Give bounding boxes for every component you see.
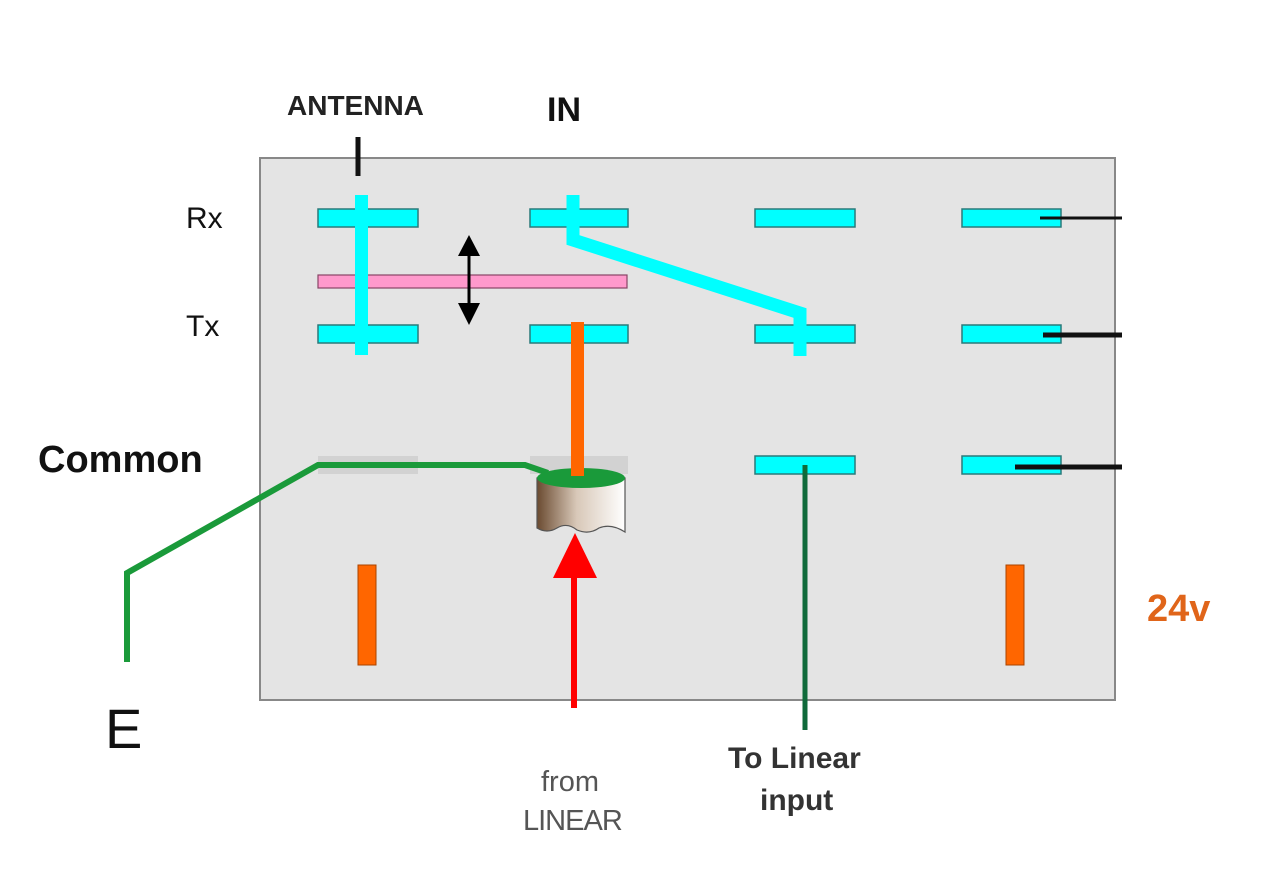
coil-terminal-left <box>357 564 377 666</box>
antenna-label: ANTENNA <box>287 90 424 121</box>
voltage-label: 24v <box>1147 588 1210 630</box>
tx-label: Tx <box>186 310 219 343</box>
from-linear-label-1: from <box>541 766 599 798</box>
coil-terminal-right <box>1005 564 1025 666</box>
antenna-link <box>355 195 368 355</box>
earth-wire <box>124 462 549 662</box>
in-label: IN <box>547 91 581 129</box>
up-down-arrow-icon <box>458 235 480 325</box>
common-label: Common <box>38 439 203 481</box>
to-linear-label-1: To Linear <box>728 742 861 775</box>
coil-link <box>571 322 584 472</box>
contact <box>754 208 856 228</box>
relay-body <box>259 157 1116 701</box>
input-arrow-icon <box>553 533 597 708</box>
earth-label: E <box>105 697 142 760</box>
to-linear-label-2: input <box>760 784 833 817</box>
actuator-bar <box>317 274 628 289</box>
in-link <box>566 195 807 356</box>
coax-connector <box>536 440 626 534</box>
from-linear-label-2: LINEAR <box>523 805 622 837</box>
rx-label: Rx <box>186 202 223 235</box>
